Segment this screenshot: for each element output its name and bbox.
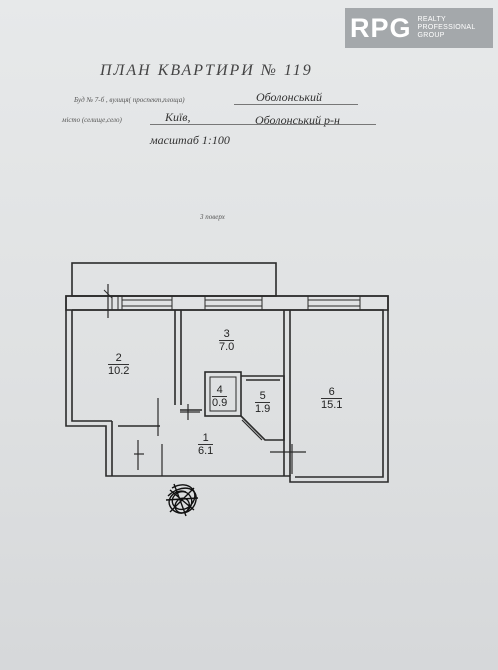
floor-label: 3 поверх	[200, 213, 225, 221]
window-room3	[204, 296, 263, 310]
room-3-number: 3	[219, 328, 235, 341]
logo-mark: RPG	[350, 12, 412, 43]
room-6-area: 15.1	[321, 399, 343, 411]
address-street-label: Буд № 7-б , вулиця( проспект,площа)	[74, 96, 185, 104]
plan-scale: масштаб 1:100	[150, 133, 230, 147]
address-district-value: Оболонський р-н	[255, 113, 340, 127]
room4-inner	[209, 376, 237, 412]
window-room2	[121, 296, 173, 310]
room-2-number: 2	[108, 352, 130, 365]
room-5-number: 5	[255, 390, 271, 403]
room-4-area: 0.9	[212, 397, 228, 409]
room-4-number: 4	[212, 384, 228, 397]
window-band	[65, 295, 389, 311]
room-6-label: 6 15.1	[321, 386, 343, 411]
door-room5	[241, 419, 263, 441]
room-5-area: 1.9	[255, 403, 271, 415]
street-underline	[234, 104, 358, 105]
address-city-value: Київ,	[165, 110, 191, 124]
room-2-area: 10.2	[108, 365, 130, 377]
room-1-label: 1 6.1	[198, 432, 214, 457]
balcony-outline	[71, 262, 277, 297]
city-underline	[150, 124, 376, 125]
room-5-label: 5 1.9	[255, 390, 271, 415]
page-title: ПЛАН КВАРТИРИ № 119	[100, 62, 313, 79]
room-6-number: 6	[321, 386, 343, 399]
room5-outline	[240, 375, 285, 441]
logo-line-group: GROUP	[417, 32, 445, 39]
room-1-area: 6.1	[198, 445, 214, 457]
outer-wall-inner-left	[71, 310, 112, 422]
ink-stamp-scribble	[165, 483, 199, 517]
logo-line-realty: REALTY	[417, 16, 447, 23]
room4-outline	[204, 371, 242, 417]
room-3-area: 7.0	[219, 341, 235, 353]
room-2-label: 2 10.2	[108, 352, 130, 377]
room-3-label: 3 7.0	[219, 328, 235, 353]
window-left	[103, 289, 119, 310]
room-4-label: 4 0.9	[212, 384, 228, 409]
logo-subtitle: REALTY PROFESSIONAL GROUP	[418, 16, 476, 40]
room-1-number: 1	[198, 432, 214, 445]
window-room6	[307, 296, 361, 310]
address-city-label: місто (селище,село)	[62, 116, 122, 124]
address-street-value: Оболонський	[256, 90, 322, 104]
logo-line-professional: PROFESSIONAL	[417, 24, 476, 31]
rpg-logo: RPG REALTY PROFESSIONAL GROUP	[345, 8, 493, 48]
